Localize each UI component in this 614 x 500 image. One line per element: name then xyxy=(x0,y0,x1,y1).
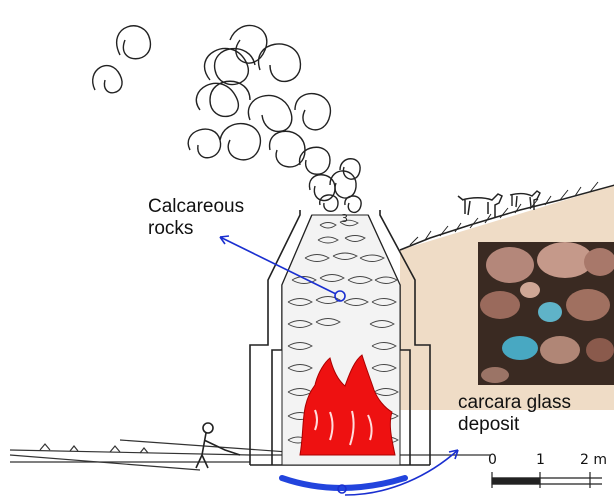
calcareous-line-1: Calcareous xyxy=(148,196,244,218)
rock-photo xyxy=(478,242,614,385)
scale-tick-1: 1 xyxy=(536,452,545,468)
goat-icon xyxy=(458,194,502,217)
scale-bar xyxy=(492,472,602,488)
smoke-plume xyxy=(93,26,361,213)
kiln-base-arc xyxy=(282,478,405,488)
deposit-line-2: deposit xyxy=(458,414,571,436)
deposit-line-1: carcara glass xyxy=(458,392,571,414)
calcareous-rocks-label: Calcareous rocks xyxy=(148,196,244,240)
svg-text:3: 3 xyxy=(341,212,348,225)
goat-icon xyxy=(510,191,540,210)
scale-tick-0: 0 xyxy=(488,452,497,468)
calcareous-line-2: rocks xyxy=(148,218,244,240)
scale-tick-2: 2 m xyxy=(580,452,607,468)
carcara-glass-deposit-label: carcara glass deposit xyxy=(458,392,571,436)
